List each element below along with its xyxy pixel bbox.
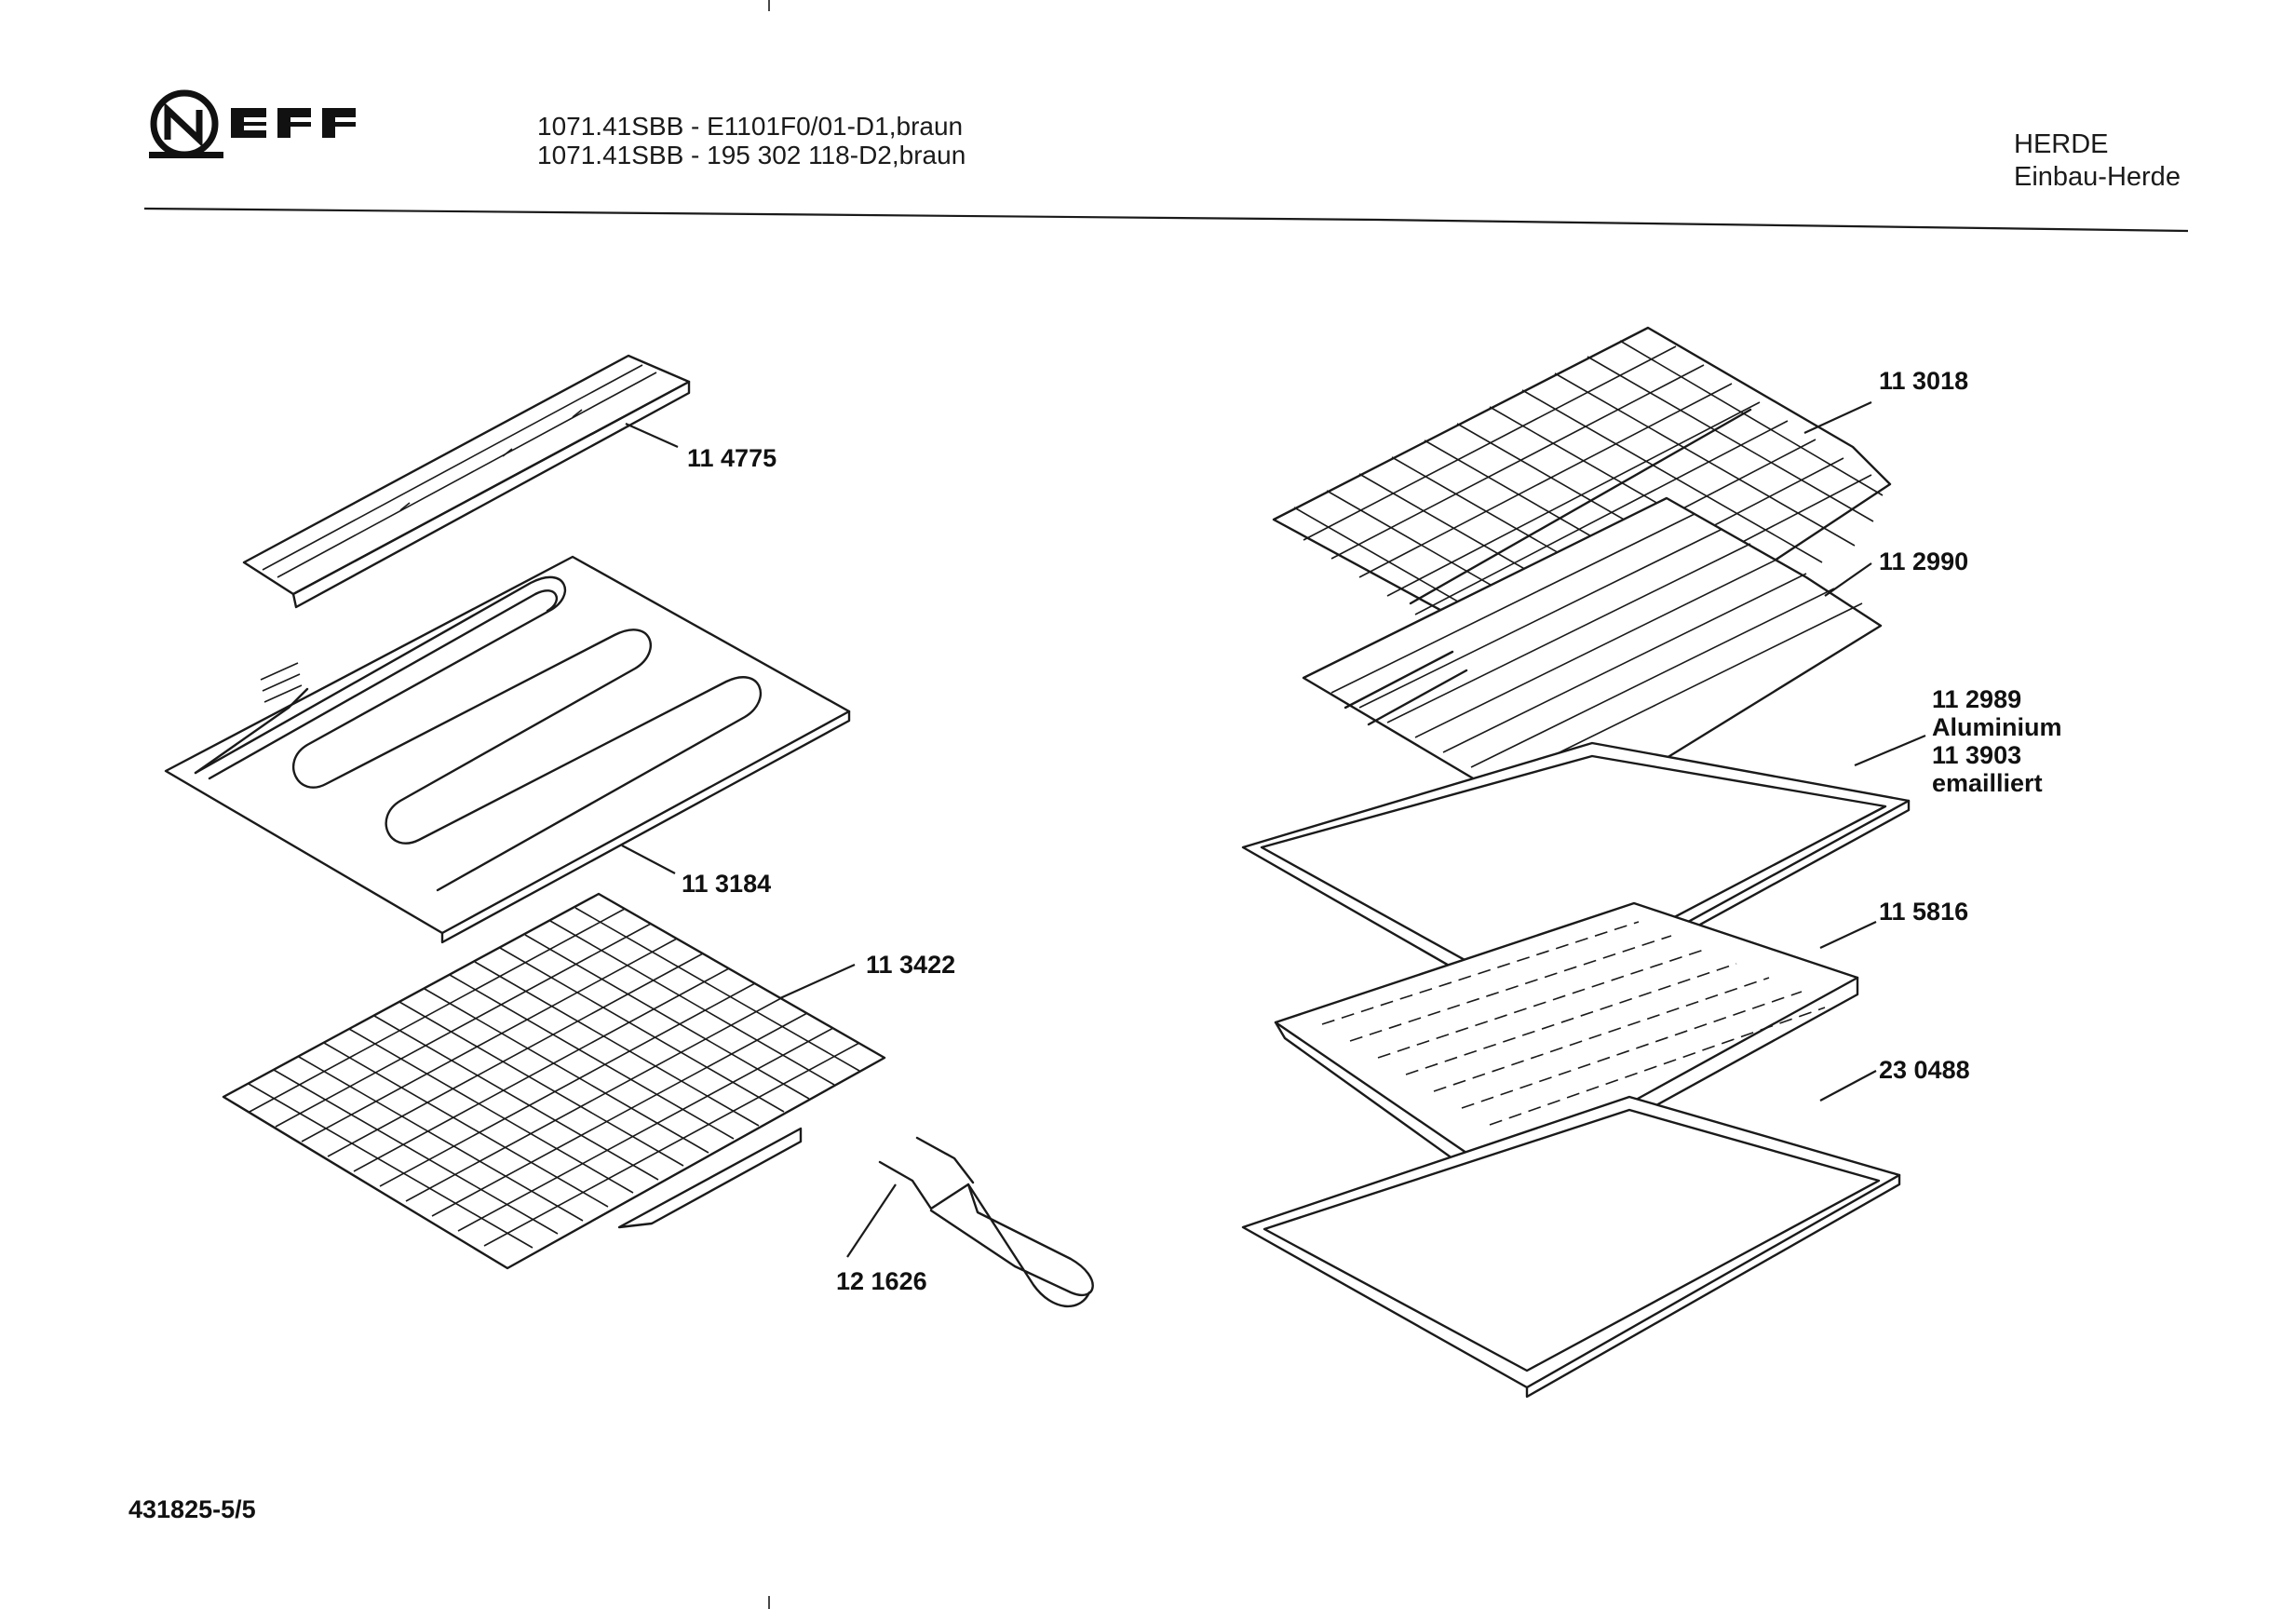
leader-113422 <box>779 963 856 1000</box>
leader-115816 <box>1819 921 1877 949</box>
part-label-112989: 11 2989 <box>1932 685 2021 713</box>
part-label-113184: 11 3184 <box>682 870 771 898</box>
category-block: HERDE Einbau-Herde <box>2014 128 2181 194</box>
leader-113184 <box>621 845 676 874</box>
leader-114775 <box>625 422 679 449</box>
category-title: HERDE <box>2014 129 2109 159</box>
header-rule <box>143 207 2189 233</box>
part-230488-frame <box>1241 1095 1901 1399</box>
part-note-emailliert: emailliert <box>1932 769 2043 797</box>
leader-121626 <box>846 1183 897 1258</box>
neff-logo-icon <box>149 89 356 158</box>
leader-112990 <box>1824 562 1872 597</box>
part-label-114775: 11 4775 <box>687 444 777 472</box>
part-121626-clip <box>878 1136 1094 1307</box>
leader-112989 <box>1854 734 1926 767</box>
part-label-113903: 11 3903 <box>1932 741 2021 769</box>
part-label-112990: 11 2990 <box>1879 548 1968 575</box>
part-label-113422: 11 3422 <box>866 951 955 979</box>
model-line-2: 1071.41SBB - 195 302 118-D2,braun <box>537 141 966 169</box>
part-113422-grid <box>222 892 886 1270</box>
category-subtitle: Einbau-Herde <box>2014 162 2181 192</box>
part-label-121626: 12 1626 <box>836 1267 927 1295</box>
leader-230488 <box>1819 1070 1877 1102</box>
model-line-1: 1071.41SBB - E1101F0/01-D1,braun <box>537 112 964 141</box>
part-label-115816: 11 5816 <box>1879 898 1968 926</box>
part-113184-heating-element <box>164 555 851 944</box>
part-114775-rail <box>242 354 691 609</box>
part-label-113018: 11 3018 <box>1879 367 1968 395</box>
part-note-aluminium: Aluminium <box>1932 713 2062 741</box>
part-label-230488: 23 0488 <box>1879 1056 1970 1084</box>
leader-113018 <box>1803 401 1872 434</box>
footer-code: 431825-5/5 <box>128 1495 256 1523</box>
model-lines: 1071.41SBB - E1101F0/01-D1,braun 1071.41… <box>537 112 966 169</box>
